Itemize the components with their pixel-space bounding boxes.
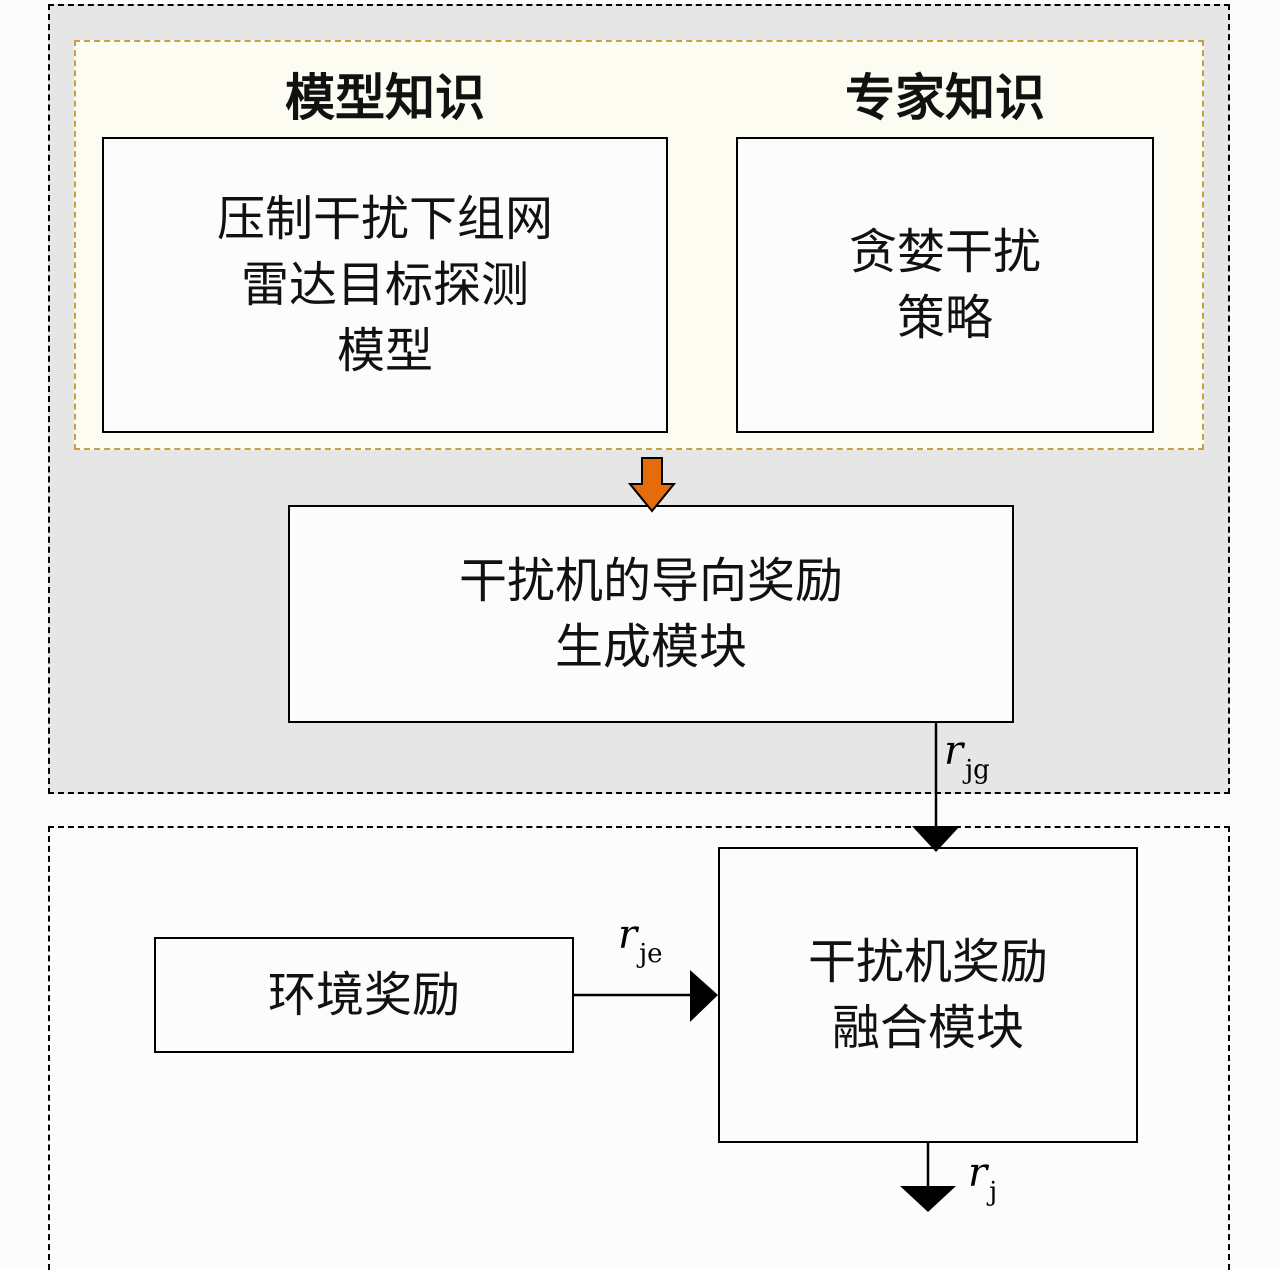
rjg-subscript: jg xyxy=(965,755,990,785)
detection-model-box: 压制干扰下组网 雷达目标探测 模型 xyxy=(102,137,668,433)
rje-subscript: je xyxy=(639,939,663,969)
rj-arrowhead xyxy=(900,1186,956,1212)
rjg-arrowhead xyxy=(912,826,960,852)
rjg-symbol: r xyxy=(944,728,964,774)
rj-subscript: j xyxy=(989,1177,998,1207)
rje-label: rje xyxy=(618,912,663,969)
knowledge-arrow xyxy=(627,457,677,513)
expert-knowledge-heading: 专家知识 xyxy=(845,69,1045,127)
rje-arrowhead xyxy=(690,970,718,1022)
fusion-box: 干扰机奖励 融合模块 xyxy=(718,847,1138,1143)
fusion-label: 干扰机奖励 融合模块 xyxy=(807,934,1048,1056)
greedy-strategy-label: 贪婪干扰 策略 xyxy=(848,224,1041,346)
guided-reward-label: 干扰机的导向奖励 生成模块 xyxy=(458,553,843,675)
detection-model-label: 压制干扰下组网 雷达目标探测 模型 xyxy=(216,191,553,379)
greedy-strategy-box: 贪婪干扰 策略 xyxy=(736,137,1154,433)
rje-symbol: r xyxy=(618,912,638,958)
model-knowledge-heading: 模型知识 xyxy=(285,69,485,127)
env-reward-box: 环境奖励 xyxy=(154,937,574,1053)
rj-label: rj xyxy=(968,1150,997,1207)
guided-reward-box: 干扰机的导向奖励 生成模块 xyxy=(288,505,1014,723)
rj-symbol: r xyxy=(968,1150,988,1196)
rjg-label: rjg xyxy=(944,728,990,785)
env-reward-label: 环境奖励 xyxy=(267,967,460,1023)
